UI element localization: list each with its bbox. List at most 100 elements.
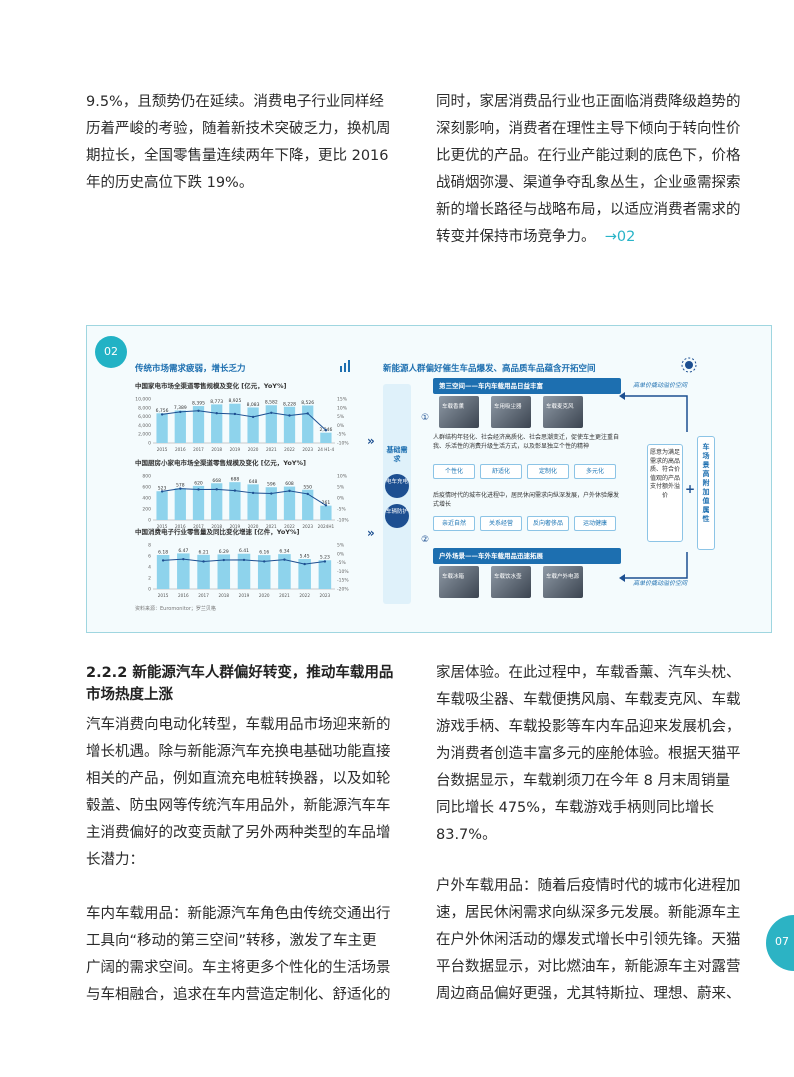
y2-tick-label: 0% bbox=[337, 551, 345, 557]
x-tick-label: 2017 bbox=[193, 447, 204, 452]
data-label: 5.45 bbox=[300, 554, 310, 560]
space1-description: 人群结构年轻化、社会经济高质化、社会思潮变迁，促使车主更注重自我、乐活性的消费升… bbox=[433, 434, 620, 450]
tag-reverse-luxury: 反向奢侈品 bbox=[527, 516, 569, 531]
yoy-point bbox=[270, 492, 273, 495]
text-line: 新的增长路径与战略布局，以适应消费者需求的 bbox=[436, 202, 741, 218]
y2-tick-label: 15% bbox=[337, 397, 348, 403]
data-label: 8,925 bbox=[228, 398, 241, 404]
yoy-point bbox=[270, 411, 273, 414]
data-label: 8,582 bbox=[265, 400, 278, 406]
x-tick-label: 2020 bbox=[259, 593, 270, 598]
text-line: 同比增长 475%，车载游戏手柄则同比增长 bbox=[436, 800, 715, 816]
yoy-point bbox=[197, 409, 200, 413]
space2-title: 户外场景——车外车载用品迅速拓展 bbox=[439, 552, 543, 560]
text-line: 增长机遇。除与新能源汽车充换电基础功能直接 bbox=[86, 744, 391, 760]
bar bbox=[318, 560, 332, 589]
space2-number: ② bbox=[421, 535, 430, 545]
text-line: 速，居民休闲需求向纵深多元发展。新能源车主 bbox=[436, 905, 741, 921]
yoy-line bbox=[162, 410, 327, 431]
text-line: 平台数据显示，对比燃油车，新能源车主对露营 bbox=[436, 959, 741, 975]
x-tick-label: 2022 bbox=[284, 447, 295, 452]
yoy-point bbox=[160, 413, 164, 416]
space1-title: 第三空间——车内车载用品日益丰富 bbox=[439, 382, 543, 390]
thumb-car-water-kettle: 车载饮水壶 bbox=[491, 566, 531, 598]
x-tick-label: 2016 bbox=[175, 447, 186, 452]
y-tick-label: 800 bbox=[142, 474, 151, 480]
text-line: 游戏手柄、车载投影等车内车品迎来发展机会， bbox=[436, 719, 741, 735]
data-label: 620 bbox=[194, 480, 203, 486]
text-line: 车内车载用品：新能源汽车角色由传统交通出行 bbox=[86, 906, 391, 922]
right-top-paragraph: 同时，家居消费品行业也正面临消费降级趋势的 深刻影响，消费者在理性主导下倾向于转… bbox=[436, 89, 748, 251]
bar bbox=[247, 407, 259, 443]
data-label: 261 bbox=[322, 500, 331, 506]
x-tick-label: 2023 bbox=[302, 524, 313, 529]
plus-icon: + bbox=[685, 482, 696, 496]
yoy-point bbox=[323, 560, 327, 563]
x-tick-label: 2024H1 bbox=[318, 524, 335, 529]
x-tick-label: 2023 bbox=[320, 593, 331, 598]
x-tick-label: 2016 bbox=[178, 593, 189, 598]
tag-relationship: 关系经营 bbox=[480, 516, 522, 531]
text-line: 为消费者创造丰富多元的座舱体验。根据天猫平 bbox=[436, 746, 741, 762]
y2-tick-label: 5% bbox=[337, 485, 345, 491]
tag-nature: 亲近自然 bbox=[433, 516, 475, 531]
bar bbox=[217, 554, 231, 589]
text-line: 与车相融合，追求在车内营造定制化、舒适化的 bbox=[86, 987, 391, 1003]
x-tick-label: 2021 bbox=[266, 524, 277, 529]
space1-number: ① bbox=[421, 413, 430, 423]
chart-1: 10,0008,0006,0004,0002,000015%10%5%0%-5%… bbox=[135, 397, 349, 453]
figure-reference-link[interactable]: →02 bbox=[604, 229, 636, 245]
text-line: 9.5%，且颓势仍在延续。消费电子行业同样经 bbox=[86, 94, 384, 110]
data-label: 6.18 bbox=[158, 550, 168, 556]
text-line: 户外车载用品：随着后疫情时代的城市化进程加 bbox=[436, 878, 741, 894]
heading-line: 2.2.2 新能源汽车人群偏好转变，推动车载用品 bbox=[86, 665, 394, 681]
y-tick-label: 2,000 bbox=[138, 432, 151, 438]
data-label: 648 bbox=[249, 479, 258, 485]
data-label: 8,083 bbox=[247, 402, 260, 408]
bar bbox=[211, 404, 223, 443]
page-number: 07 bbox=[775, 935, 789, 948]
thumb-car-microphone: 车载麦克风 bbox=[543, 396, 583, 428]
data-label: 596 bbox=[267, 482, 276, 488]
tag-comfort: 舒适化 bbox=[480, 464, 522, 479]
bar bbox=[192, 485, 205, 520]
bar bbox=[192, 406, 205, 443]
core-item-protection: 车辆防护 bbox=[385, 504, 409, 528]
yoy-point bbox=[182, 557, 185, 561]
chart-2: 800600400200010%5%0%-5%-10%5232015578201… bbox=[142, 474, 349, 530]
tag-sports-health: 运动健康 bbox=[574, 516, 616, 531]
chart-3-title: 中国消费电子行业零售量及同比变化增速 [亿件，YoY%] bbox=[135, 528, 300, 536]
x-tick-label: 2022 bbox=[284, 524, 295, 529]
data-label: 550 bbox=[303, 484, 312, 490]
yoy-point bbox=[179, 487, 182, 490]
x-tick-label: 2015 bbox=[157, 524, 168, 529]
data-label: 523 bbox=[158, 486, 167, 492]
bar bbox=[257, 555, 271, 589]
x-tick-label: 2017 bbox=[198, 593, 209, 598]
text-line: 战硝烟弥漫、渠道争夺乱象丛生，企业亟需探索 bbox=[436, 175, 741, 191]
text-line: 广阔的需求空间。车主将更多个性化的生活场景 bbox=[86, 960, 391, 976]
yoy-point bbox=[306, 492, 309, 496]
bar bbox=[177, 553, 190, 589]
space2-header: 户外场景——车外车载用品迅速拓展 bbox=[433, 548, 621, 564]
x-tick-label: 2022 bbox=[299, 593, 310, 598]
yoy-point bbox=[215, 412, 218, 415]
data-label: 608 bbox=[285, 481, 294, 487]
bar bbox=[211, 483, 223, 520]
left-panel-title: 传统市场需求疲弱，增长乏力 bbox=[135, 364, 246, 374]
bar bbox=[229, 403, 241, 443]
bar bbox=[278, 554, 291, 589]
x-tick-label: 2018 bbox=[218, 593, 229, 598]
text-line: 长潜力： bbox=[86, 852, 144, 868]
data-label: 688 bbox=[231, 477, 240, 483]
data-label: 668 bbox=[212, 478, 221, 484]
left-bottom-paragraph-2: 车内车载用品：新能源汽车角色由传统交通出行 工具向“移动的第三空间”转移，激发了… bbox=[86, 901, 396, 1009]
bar bbox=[302, 489, 314, 520]
y2-tick-label: 5% bbox=[337, 414, 345, 420]
text-line: 毂盖、防虫网等传统汽车用品外，新能源汽车车 bbox=[86, 798, 391, 814]
yoy-point bbox=[160, 490, 164, 493]
text-line: 家居体验。在此过程中，车载香薰、汽车头枕、 bbox=[436, 665, 741, 681]
y2-tick-label: 0% bbox=[337, 423, 345, 429]
y2-tick-label: 0% bbox=[337, 496, 345, 502]
y-tick-label: 2 bbox=[148, 576, 151, 582]
